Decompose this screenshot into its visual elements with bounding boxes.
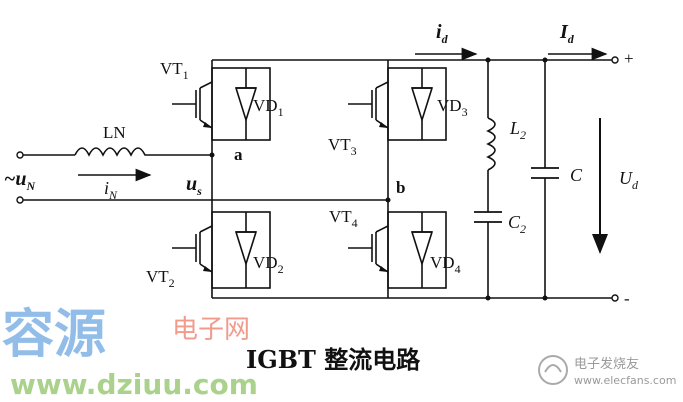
watermark-url: www.dziuu.com [10, 368, 258, 401]
igbt-vt1-module [172, 67, 271, 141]
label-vt1: VT1 [160, 59, 189, 82]
inductor-l2 [486, 117, 496, 171]
igbt-vt4-module [348, 211, 447, 289]
input-terminal-top [16, 151, 24, 159]
input-terminal-bottom [16, 196, 24, 204]
watermark-logo-icon [538, 355, 568, 385]
label-l2: L2 [509, 118, 526, 142]
watermark-right-url: www.elecfans.com [574, 374, 676, 387]
label-minus: - [624, 289, 630, 308]
diagram-title: IGBT 整流电路 [246, 345, 421, 374]
label-vd1: VD1 [253, 96, 284, 119]
label-un: ~uN [4, 168, 37, 193]
label-c: C [570, 165, 583, 185]
label-us: us [186, 173, 202, 198]
label-vd2: VD2 [253, 253, 284, 276]
igbt-vt3-module [348, 67, 447, 141]
label-plus: + [624, 49, 634, 68]
label-in: iN [104, 178, 118, 202]
capacitor-c2 [474, 211, 502, 223]
watermark-right: 电子发烧友 [574, 356, 639, 372]
output-terminal-plus [611, 56, 619, 64]
label-ud: Ud [619, 168, 639, 192]
wires [22, 59, 612, 299]
node-b-dot [385, 197, 391, 203]
label-ln: LN [103, 123, 126, 142]
label-id: id [436, 21, 449, 46]
label-vd3: VD3 [437, 96, 468, 119]
watermark: 容源 电子网 www.dziuu.com 电子发烧友 www.elecfans.… [2, 305, 676, 401]
inductor-ln [74, 147, 150, 157]
label-Id: Id [559, 21, 575, 46]
igbt-vt2-module [172, 211, 271, 289]
watermark-site: 电子网 [172, 315, 250, 345]
output-terminal-minus [611, 294, 619, 302]
label-vt3: VT3 [328, 135, 357, 158]
capacitor-c [531, 167, 559, 179]
junction-c2-bottom [485, 295, 491, 301]
watermark-brand: 容源 [2, 305, 106, 365]
junction-c-top [542, 57, 548, 63]
label-node-a: a [234, 145, 243, 164]
junction-c-bottom [542, 295, 548, 301]
node-a-dot [209, 152, 215, 158]
watermark-logo-mark [544, 364, 562, 373]
junction-l2-top [485, 57, 491, 63]
label-c2: C2 [508, 212, 526, 236]
label-vt2: VT2 [146, 267, 175, 290]
label-vd4: VD4 [430, 253, 461, 276]
label-node-b: b [396, 178, 405, 197]
label-vt4: VT4 [329, 207, 358, 230]
